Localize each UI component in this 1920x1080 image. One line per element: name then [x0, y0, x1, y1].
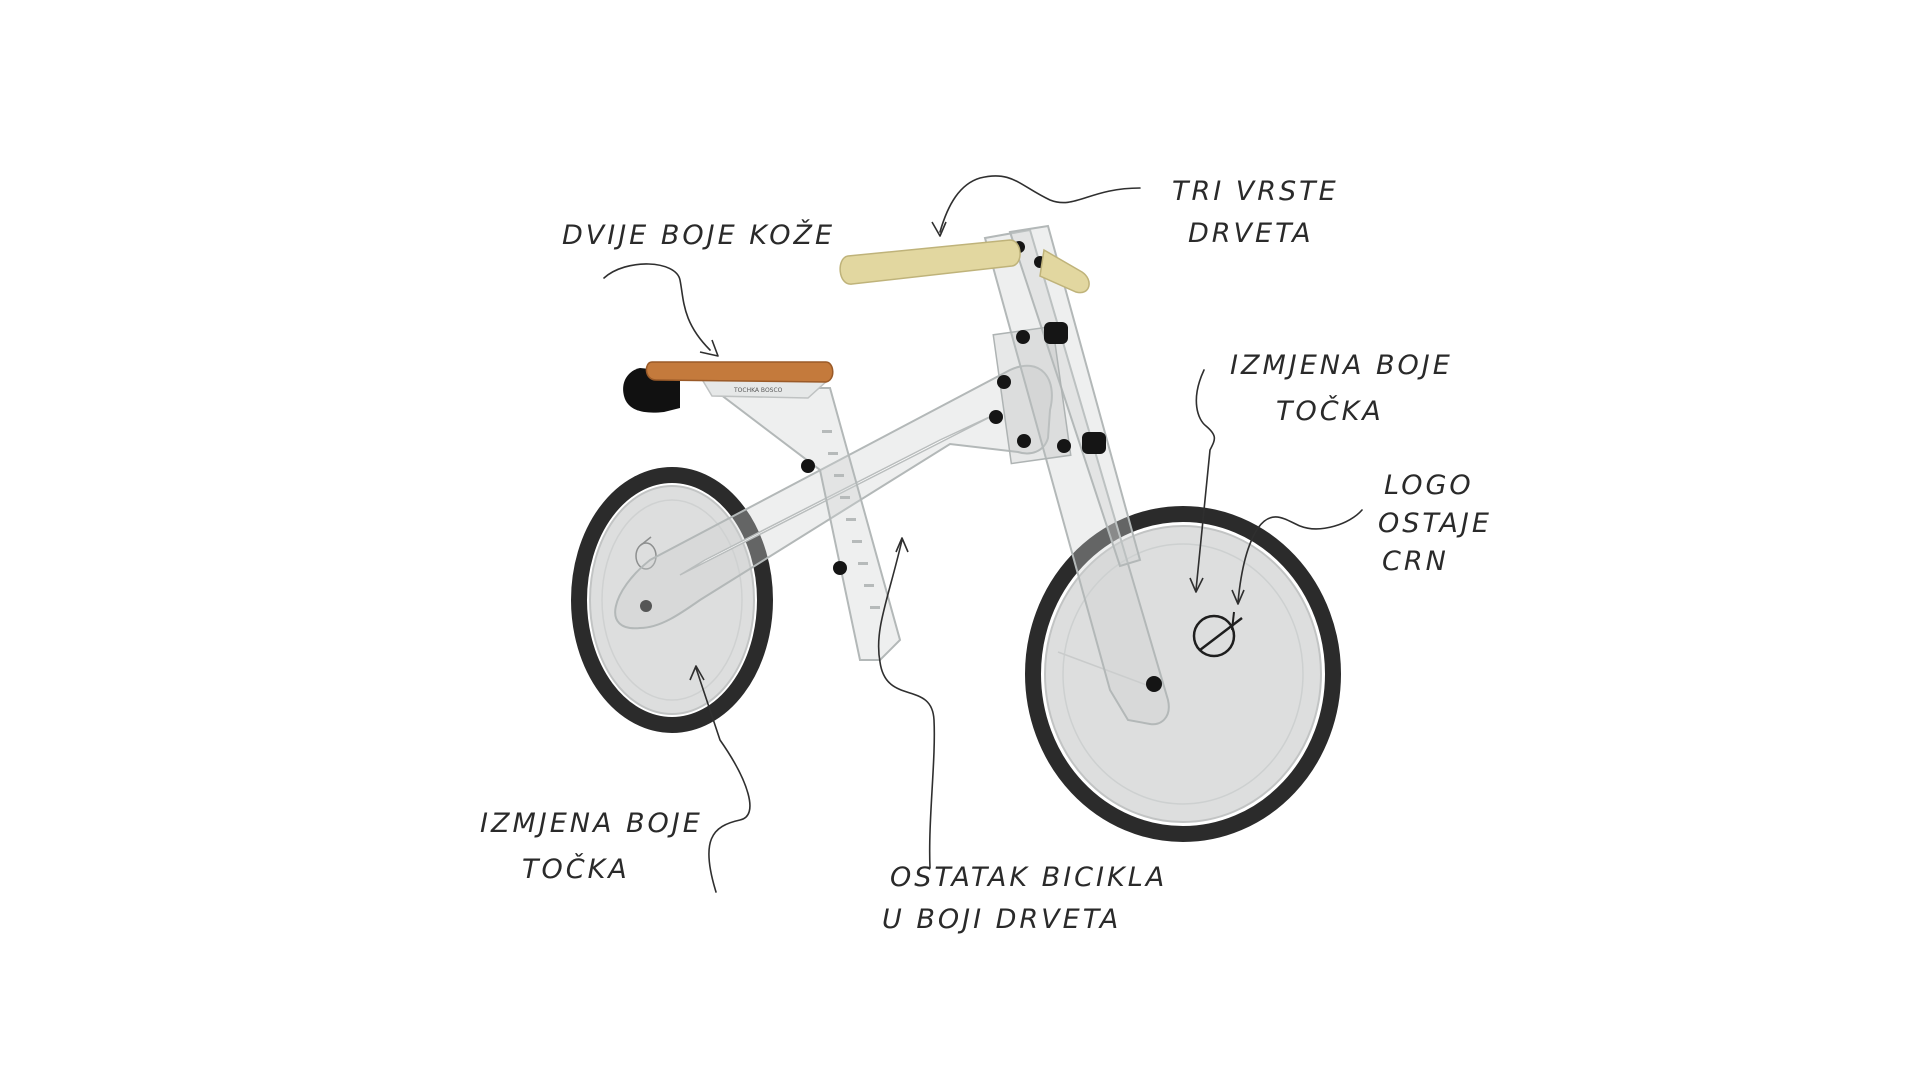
annotation-front-wheel-line2: TOČKA	[1276, 395, 1384, 427]
leader-logo	[1237, 509, 1363, 603]
annotation-handlebar-line2: DRVETA	[1188, 218, 1314, 249]
annotation-seat-line1: DVIJE BOJE KOŽE	[562, 219, 835, 251]
leader-handlebar	[939, 175, 1141, 233]
annotation-frame-line1: OSTATAK BICIKLA	[890, 862, 1167, 893]
front-wheel-logo-icon	[1192, 611, 1243, 658]
annotation-logo-line1: LOGO	[1384, 470, 1474, 501]
leader-rear-wheel	[695, 667, 751, 893]
seat-brand-label: TOCHKA BOSCO	[733, 387, 783, 394]
seat-post-holes	[822, 430, 880, 609]
annotation-logo-line3: CRN	[1382, 546, 1449, 577]
leader-front-wheel	[1195, 369, 1216, 591]
annotation-frame-line2: U BOJI DRVETA	[882, 904, 1121, 935]
balance-bike: TOCHKA BOSCO	[571, 224, 1341, 842]
annotation-rear-wheel-line1: IZMJENA BOJE	[480, 808, 703, 839]
rear-wheel	[571, 467, 773, 733]
annotation-logo-line2: OSTAJE	[1378, 508, 1492, 539]
handlebar	[839, 239, 1090, 294]
leader-seat	[603, 263, 711, 351]
leader-lines	[603, 175, 1363, 893]
seat: TOCHKA BOSCO	[623, 361, 834, 413]
annotation-handlebar-line1: TRI VRSTE	[1172, 176, 1339, 207]
leader-frame	[877, 539, 936, 869]
frame	[614, 224, 1170, 726]
annotation-rear-wheel-line2: TOČKA	[522, 853, 630, 885]
annotations: TRI VRSTE DRVETA DVIJE BOJE KOŽE IZMJENA…	[480, 176, 1492, 935]
annotation-front-wheel-line1: IZMJENA BOJE	[1230, 350, 1453, 381]
front-wheel	[1025, 506, 1341, 842]
